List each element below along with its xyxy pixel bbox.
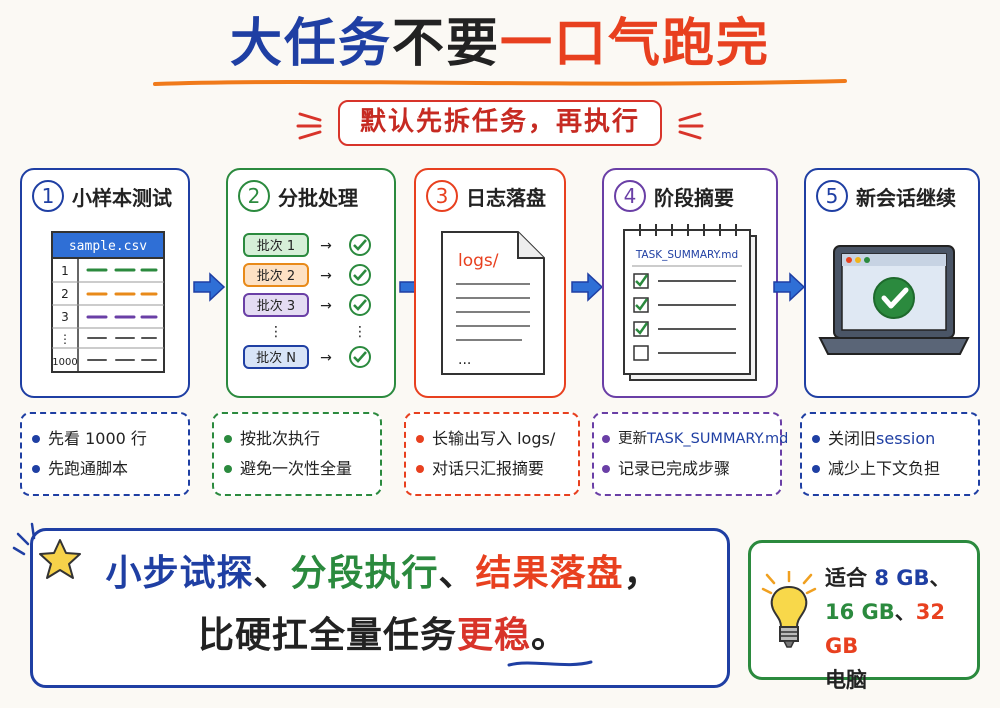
svg-text:批次 3: 批次 3 (257, 298, 295, 314)
step-number: 4 (614, 180, 646, 212)
note-card-3: 长输出写入 logs/ 对话只汇报摘要 (404, 412, 580, 496)
note-item: 更新 TASK_SUMMARY.md (602, 424, 788, 454)
svg-text:批次 2: 批次 2 (257, 268, 295, 284)
step-number: 1 (32, 180, 64, 212)
document-icon: logs/ ... (426, 222, 558, 386)
laptop-icon (816, 222, 972, 386)
batch-row: 批次 1 → (243, 233, 371, 257)
step-number: 2 (238, 180, 270, 212)
title-part-2: 不要 (391, 14, 500, 74)
step-title: 阶段摘要 (654, 185, 734, 210)
spark-left-icon (296, 112, 322, 140)
title-underline (153, 79, 847, 86)
checkmark-icon (873, 277, 915, 319)
fit-info-box: 适合 8 GB、 16 GB、32 GB 电脑 (748, 540, 980, 692)
step-number: 3 (426, 180, 458, 212)
note-item: 长输出写入 logs/ (416, 424, 568, 454)
svg-text:→: → (320, 350, 332, 366)
batch-row: 批次 3 → (243, 293, 371, 317)
subtitle-box: 默认先拆任务，再执行 (338, 100, 662, 146)
note-item: 按批次执行 (224, 424, 370, 454)
row-number: 2 (61, 287, 69, 301)
step-card-2: 2 分批处理 批次 1 → 批次 2 → 批次 3 → (226, 168, 396, 398)
svg-text:...: ... (458, 352, 471, 368)
title-part-1: 大任务 (229, 14, 392, 74)
notepad-icon: TASK_SUMMARY.md (614, 222, 770, 394)
summary-line-2: 比硬扛全量任务更稳。 (197, 615, 569, 656)
page-title: 大任务不要一口气跑完 (0, 12, 1000, 76)
file-name-label: sample.csv (69, 239, 147, 254)
note-card-1: 先看 1000 行 先跑通脚本 (20, 412, 190, 496)
note-item: 关闭旧 session (812, 424, 968, 454)
row-number: 1 (61, 264, 69, 278)
svg-text:→: → (320, 238, 332, 254)
sparkle-lines-icon (12, 522, 36, 556)
note-item: 先跑通脚本 (32, 454, 178, 484)
batch-row: 批次 N → (243, 345, 371, 369)
note-card-4: 更新 TASK_SUMMARY.md 记录已完成步骤 (592, 412, 788, 496)
fit-text: 适合 8 GB、 16 GB、32 GB 电脑 (825, 566, 951, 692)
spark-right-icon (678, 112, 704, 140)
batches-illustration: 批次 1 → 批次 2 → 批次 3 → ⋮ ⋮ (238, 222, 388, 386)
step-card-1: 1 小样本测试 sample.csv 1 2 3 ⋮ 1000 (20, 168, 190, 398)
svg-text:批次 1: 批次 1 (257, 238, 295, 254)
step-number: 5 (816, 180, 848, 212)
summary-file-label: TASK_SUMMARY.md (635, 249, 738, 261)
row-number: 3 (61, 310, 69, 324)
note-item: 记录已完成步骤 (602, 454, 772, 484)
step-card-5: 5 新会话继续 (804, 168, 980, 398)
summary-line-1: 小步试探、分段执行、结果落盘， (105, 553, 661, 594)
arrow-right-icon (773, 272, 806, 302)
step-title: 日志落盘 (466, 185, 546, 210)
svg-text:批次 N: 批次 N (256, 350, 296, 366)
note-item: 减少上下文负担 (812, 454, 968, 484)
batch-row: 批次 2 → (243, 263, 371, 287)
summary-box: 小步试探、分段执行、结果落盘， 比硬扛全量任务更稳。 (30, 528, 730, 688)
step-card-3: 3 日志落盘 logs/ ... (414, 168, 566, 398)
step-card-4: 4 阶段摘要 TASK_SUMMARY.md (602, 168, 778, 398)
stable-underline (507, 660, 593, 667)
step-title: 分批处理 (278, 185, 358, 210)
title-part-3: 一口气跑完 (500, 14, 771, 74)
lightbulb-icon (761, 571, 817, 648)
step-title: 小样本测试 (72, 185, 172, 210)
logs-folder-label: logs/ (458, 251, 499, 271)
note-item: 对话只汇报摘要 (416, 454, 568, 484)
note-item: 先看 1000 行 (32, 424, 178, 454)
spreadsheet-illustration: sample.csv 1 2 3 ⋮ 1000 (32, 222, 182, 386)
arrow-right-icon (571, 272, 604, 302)
row-number: ⋮ (59, 332, 71, 346)
svg-text:⋮: ⋮ (353, 324, 367, 340)
arrow-right-icon (193, 272, 226, 302)
svg-text:→: → (320, 268, 332, 284)
svg-text:→: → (320, 298, 332, 314)
row-number: 1000 (52, 357, 77, 368)
note-item: 避免一次性全量 (224, 454, 370, 484)
svg-text:⋮: ⋮ (269, 324, 283, 340)
stable-highlight: 更稳 (456, 615, 531, 656)
step-title: 新会话继续 (856, 185, 956, 210)
note-card-5: 关闭旧 session 减少上下文负担 (800, 412, 980, 496)
star-icon (39, 539, 81, 579)
note-card-2: 按批次执行 避免一次性全量 (212, 412, 382, 496)
